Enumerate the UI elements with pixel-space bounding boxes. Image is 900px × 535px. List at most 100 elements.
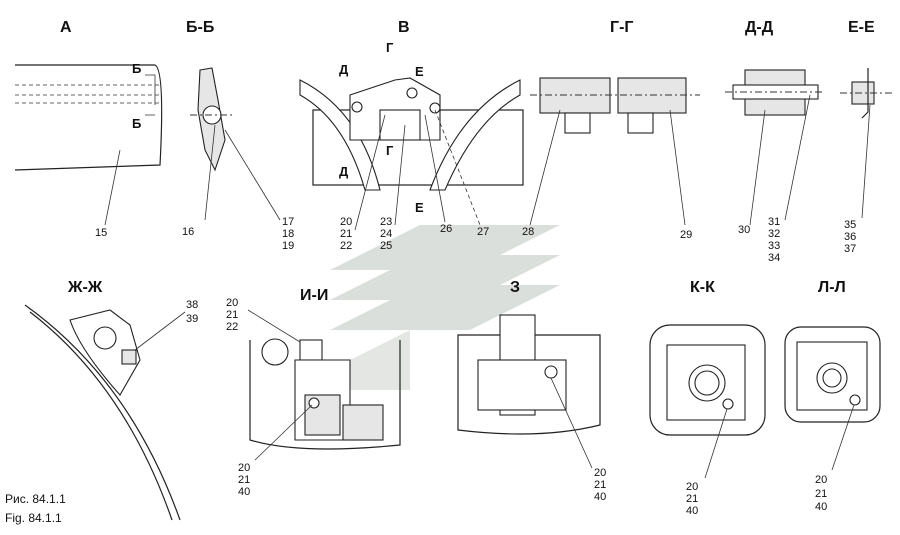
leader-20-22 <box>354 114 386 231</box>
part-22-v: 22 <box>340 240 352 252</box>
view-z: З 20 21 40 <box>457 279 606 503</box>
leader-28 <box>529 109 561 226</box>
part-19: 19 <box>282 240 294 252</box>
part-37: 37 <box>844 243 856 255</box>
leader-20-22-ii <box>247 309 301 343</box>
ii-plate-2 <box>342 404 384 441</box>
section-b-cut-line <box>145 74 156 116</box>
ii-frame <box>249 340 401 450</box>
clamp-left-body <box>539 77 611 114</box>
view-a-profile <box>15 84 160 104</box>
ll-tube-inner <box>822 368 842 388</box>
view-z-title: З <box>510 279 520 296</box>
part-24: 24 <box>380 228 392 240</box>
section-mark-e-top: Е <box>415 64 424 79</box>
part-21-ll: 21 <box>815 488 827 500</box>
part-21-kk: 21 <box>686 493 698 505</box>
leader-35-37 <box>861 104 871 219</box>
part-23: 23 <box>380 216 392 228</box>
leader-26 <box>424 114 446 223</box>
view-v-title: В <box>398 19 410 36</box>
caption-en: Fig. 84.1.1 <box>5 511 62 525</box>
ii-tube <box>261 338 289 366</box>
view-zhzh-title: Ж-Ж <box>67 279 103 296</box>
left-curved-arm <box>299 79 381 191</box>
kk-bolt <box>722 398 734 410</box>
part-20-ll: 20 <box>815 474 827 486</box>
view-v: В Г Д Е Г Д Е 20 21 22 23 24 25 26 27 <box>299 19 524 252</box>
part-40-z: 40 <box>594 491 606 503</box>
part-33: 33 <box>768 240 780 252</box>
part-20-ii-top: 20 <box>226 297 238 309</box>
watermark-logo <box>330 225 560 390</box>
clamp-block <box>379 109 421 141</box>
part-32: 32 <box>768 228 780 240</box>
clamp-right-foot <box>627 112 654 134</box>
leader-20-40-ii <box>254 404 313 461</box>
leader-z <box>550 377 593 469</box>
view-ll: Л-Л 20 21 40 <box>784 279 881 513</box>
section-mark-b-top: Б <box>132 61 141 76</box>
part-34: 34 <box>768 252 780 264</box>
part-36: 36 <box>844 231 856 243</box>
bolt-3 <box>429 102 441 114</box>
leader-16 <box>204 124 216 221</box>
part-20-z: 20 <box>594 467 606 479</box>
ii-clamp <box>299 339 323 361</box>
part-21-v: 21 <box>340 228 352 240</box>
view-a-title: А <box>60 19 72 36</box>
plate-profile <box>861 68 869 119</box>
bolt-1 <box>351 101 363 113</box>
leader-ll <box>831 404 855 471</box>
part-30: 30 <box>738 224 750 236</box>
kk-outline <box>649 324 766 436</box>
z-frame <box>457 334 601 435</box>
leader-30 <box>749 109 766 226</box>
view-bb: Б-Б 16 17 18 19 <box>182 19 294 252</box>
caption-ru: Рис. 84.1.1 <box>5 492 66 506</box>
fender-inner <box>29 311 173 521</box>
clamp-bolt <box>121 349 137 365</box>
section-mark-d-bottom: Д <box>339 164 349 179</box>
figure-caption: Рис. 84.1.1 Fig. 84.1.1 <box>5 492 66 525</box>
view-ll-title: Л-Л <box>818 279 846 296</box>
view-kk-title: К-К <box>690 279 715 296</box>
view-ee: Е-Е 35 36 37 <box>840 19 895 255</box>
view-gg-title: Г-Г <box>610 19 633 36</box>
view-zhzh: Ж-Ж 38 39 <box>24 279 198 521</box>
part-20-v: 20 <box>340 216 352 228</box>
clamp-right-body <box>617 77 687 114</box>
part-18: 18 <box>282 228 294 240</box>
leader-23-25 <box>394 124 406 226</box>
part-25: 25 <box>380 240 392 252</box>
z-bolt <box>544 365 558 379</box>
part-21-ii-bottom: 21 <box>238 474 250 486</box>
bolt-2 <box>406 87 418 99</box>
part-38: 38 <box>186 299 198 311</box>
view-a-outline <box>14 64 163 171</box>
part-16: 16 <box>182 226 194 238</box>
part-26: 26 <box>440 223 452 235</box>
view-kk: К-К 20 21 40 <box>649 279 766 517</box>
view-ii-title: И-И <box>300 287 328 304</box>
section-mark-g-top: Г <box>386 40 394 55</box>
view-bb-title: Б-Б <box>186 19 214 36</box>
part-21-z: 21 <box>594 479 606 491</box>
part-21-ii-top: 21 <box>226 309 238 321</box>
part-20-kk: 20 <box>686 481 698 493</box>
view-dd-title: Д-Д <box>745 19 774 36</box>
view-ee-title: Е-Е <box>848 19 875 36</box>
leader-kk <box>704 408 728 479</box>
view-ii: И-И 20 21 22 20 21 40 <box>226 287 401 498</box>
part-28: 28 <box>522 226 534 238</box>
ll-bolt <box>849 394 861 406</box>
fender-outer <box>24 304 181 521</box>
section-mark-e-bottom: Е <box>415 200 424 215</box>
part-35: 35 <box>844 219 856 231</box>
part-39: 39 <box>186 313 198 325</box>
clamp-left-foot <box>564 112 591 134</box>
ll-outline <box>784 326 881 423</box>
leader-17-19 <box>224 129 281 221</box>
